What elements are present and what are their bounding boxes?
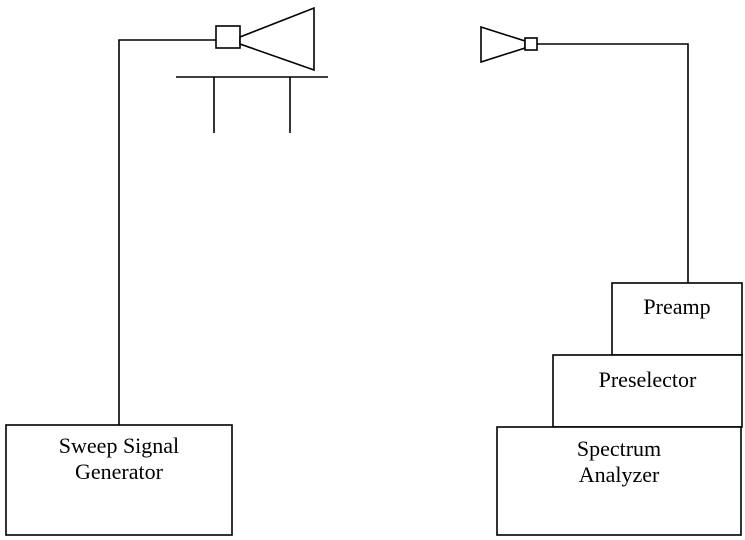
sweep-signal-generator-line1: Sweep Signal (58, 433, 180, 458)
spectrum-analyzer-line2: Analyzer (578, 462, 660, 487)
preamp-text: Preamp (643, 294, 711, 319)
spectrum-analyzer-line1: Spectrum (576, 436, 662, 461)
preselector-box (552, 354, 743, 428)
preamp-box (611, 282, 743, 356)
receive-cable (537, 43, 689, 283)
transmit-cable (118, 39, 216, 425)
preselector-text: Preselector (598, 367, 697, 392)
spectrum-analyzer-label: Spectrum Analyzer (497, 436, 741, 488)
preamp-label: Preamp (612, 294, 742, 320)
transmit-horn-antenna-icon (215, 6, 315, 72)
sweep-signal-generator-box (5, 424, 233, 536)
sweep-signal-generator-label: Sweep Signal Generator (6, 433, 232, 485)
receive-horn-antenna-icon (480, 25, 538, 64)
spectrum-analyzer-box (496, 426, 742, 536)
preselector-label: Preselector (553, 367, 742, 393)
sweep-signal-generator-line2: Generator (75, 459, 163, 484)
antenna-stand-icon (176, 76, 328, 133)
